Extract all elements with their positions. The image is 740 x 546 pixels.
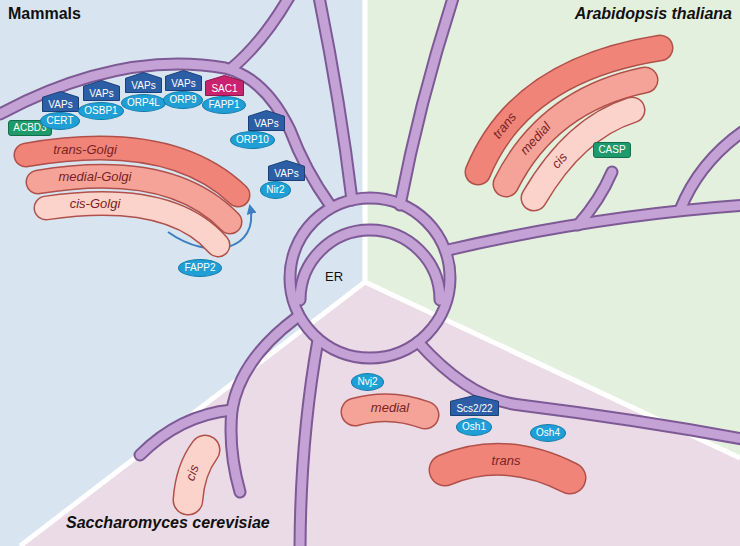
lipid-transfer-protein: FAPP2 [178, 259, 222, 277]
protein-name: VAPs [89, 88, 113, 100]
lipid-transfer-protein: Nir2 [260, 181, 291, 199]
membrane-anchor-protein: VAPs [125, 72, 162, 93]
protein-name: Osh1 [462, 421, 486, 433]
protein-name: VAPs [254, 118, 278, 130]
anchor-polygon [249, 111, 285, 131]
protein-name: OSBP1 [84, 105, 117, 117]
protein-name: Nir2 [266, 184, 284, 196]
panel-divider [20, 0, 740, 546]
protein-name: Scs2/22 [456, 403, 492, 415]
protein-name: ORP9 [169, 94, 196, 106]
protein-name: Nvj2 [357, 376, 377, 388]
protein-name: SAC1 [211, 83, 237, 95]
golgi-cisterna: cis [170, 432, 222, 518]
lipid-transfer-protein: Nvj2 [351, 373, 384, 391]
membrane-anchor-protein: VAPs [268, 160, 305, 181]
lipid-transfer-protein: ORP10 [230, 131, 275, 149]
golgi-cisterna: cis-Golgi [32, 188, 232, 262]
cisterna-label: trans-Golgi [53, 143, 117, 158]
organelle-label: ER [325, 270, 343, 285]
lipid-transfer-protein: FAPP1 [202, 96, 246, 114]
membrane-anchor-protein: Scs2/22 [450, 395, 499, 416]
anchor-polygon [269, 161, 305, 181]
protein-name: Osh4 [536, 427, 560, 439]
panel-title: Saccharomyces cerevisiae [66, 514, 270, 532]
anchor-polygon [84, 81, 120, 101]
anchor-polygon [43, 92, 79, 112]
membrane-anchor-protein: VAPs [83, 80, 120, 101]
membrane-anchor-protein: SAC1 [205, 75, 244, 96]
cisterna-shape [32, 188, 232, 262]
lipid-transfer-protein: ORP4L [121, 94, 166, 112]
lipid-transfer-protein: Osh4 [530, 424, 566, 442]
lipid-transfer-protein: Osh1 [456, 418, 492, 436]
anchor-polygon [451, 396, 499, 416]
lipid-transfer-protein: CERT [40, 112, 80, 130]
golgi-cisterna: trans [428, 440, 588, 496]
membrane-anchor-protein: VAPs [248, 110, 285, 131]
lipid-transfer-protein: OSBP1 [78, 102, 124, 120]
protein-name: VAPs [171, 78, 195, 90]
anchor-polygon [126, 73, 162, 93]
cisterna-shape [428, 440, 588, 496]
cisterna-label: trans [492, 454, 521, 469]
protein-name: VAPs [48, 99, 72, 111]
protein-name: ORP4L [127, 97, 160, 109]
cisterna-label: cis-Golgi [70, 197, 121, 212]
protein-name: VAPs [274, 168, 298, 180]
golgi-tether-box: CASP [593, 142, 631, 158]
protein-name: FAPP1 [208, 99, 239, 111]
cisterna-label: medial [371, 401, 409, 416]
anchor-polygon [166, 71, 202, 91]
membrane-anchor-protein: VAPs [165, 70, 202, 91]
protein-name: CASP [598, 144, 625, 156]
panel-title: Arabidopsis thaliana [575, 5, 732, 23]
cisterna-label: medial-Golgi [59, 170, 132, 185]
membrane-anchor-protein: VAPs [42, 91, 79, 112]
protein-name: FAPP2 [184, 262, 215, 274]
anchor-polygon [206, 76, 244, 96]
golgi-cisterna: medial [338, 390, 442, 430]
protein-name: ORP10 [236, 134, 269, 146]
protein-name: VAPs [131, 80, 155, 92]
protein-name: CERT [46, 115, 73, 127]
cisterna-fill [534, 110, 632, 198]
panel-title: Mammals [8, 5, 81, 23]
lipid-transfer-protein: ORP9 [163, 91, 203, 109]
cisterna-outline [534, 110, 632, 198]
